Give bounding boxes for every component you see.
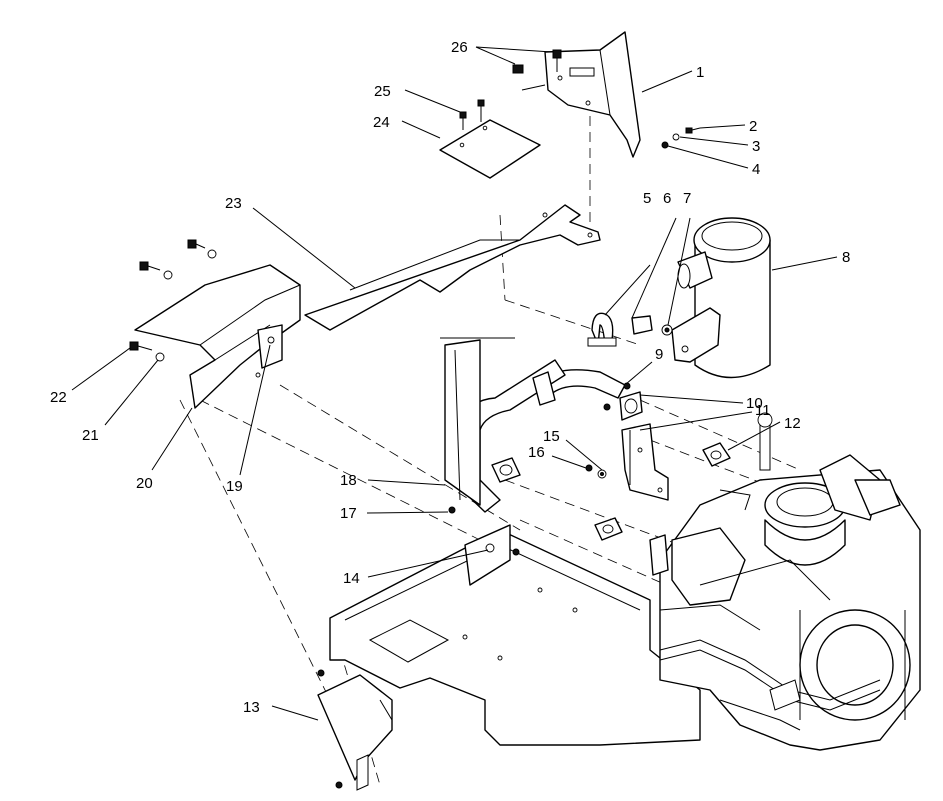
callout-16: 16	[528, 444, 545, 461]
callout-8: 8	[842, 249, 850, 266]
callout-21: 21	[82, 427, 99, 444]
callout-10: 10	[746, 395, 763, 412]
part-15-16-nuts	[585, 464, 607, 479]
callout-11: 11	[755, 402, 771, 419]
callout-17: 17	[340, 505, 357, 522]
callout-19: 19	[226, 478, 243, 495]
exhaust-flange-gaskets	[491, 457, 623, 541]
callout-9: 9	[655, 346, 663, 363]
part-24-plate	[439, 119, 541, 179]
callout-1: 1	[696, 64, 704, 81]
callout-2: 2	[749, 118, 757, 135]
part-9-10-flange	[603, 382, 643, 421]
part-12-gasket	[702, 442, 731, 467]
callout-12: 12	[784, 415, 801, 432]
engine-assembly	[649, 412, 921, 751]
callout-7: 7	[683, 190, 691, 207]
part-23-support-bracket	[304, 204, 601, 331]
part-11-bracket	[621, 423, 669, 501]
callout-23: 23	[225, 195, 242, 212]
part-25-screws	[459, 99, 485, 130]
part-21-22-hardware	[129, 239, 217, 362]
callout-25: 25	[374, 83, 391, 100]
callout-20: 20	[136, 475, 153, 492]
callout-6: 6	[663, 190, 671, 207]
callout-18: 18	[340, 472, 357, 489]
part-18-exhaust-pipe	[440, 337, 626, 514]
callout-15: 15	[543, 428, 560, 445]
part-2-3-4-hardware	[661, 127, 701, 149]
part-1-upper-bracket	[544, 31, 641, 158]
callout-5: 5	[643, 190, 651, 207]
callout-3: 3	[752, 138, 760, 155]
chassis-frame	[329, 524, 701, 746]
callout-26: 26	[451, 39, 468, 56]
part-13-lower-shield	[317, 669, 393, 791]
part-26-screws	[512, 49, 562, 91]
leader-lines	[71, 46, 838, 721]
part-8-canister	[671, 217, 771, 379]
callout-labels: 1 2 3 4 5 6 7 8 9 10 11 12 13 14 15 16 1…	[50, 39, 850, 716]
callout-22: 22	[50, 389, 67, 406]
callout-24: 24	[373, 114, 390, 131]
callout-14: 14	[343, 570, 360, 587]
part-5-6-7-clamp	[587, 312, 673, 347]
callout-13: 13	[243, 699, 260, 716]
callout-4: 4	[752, 161, 760, 178]
